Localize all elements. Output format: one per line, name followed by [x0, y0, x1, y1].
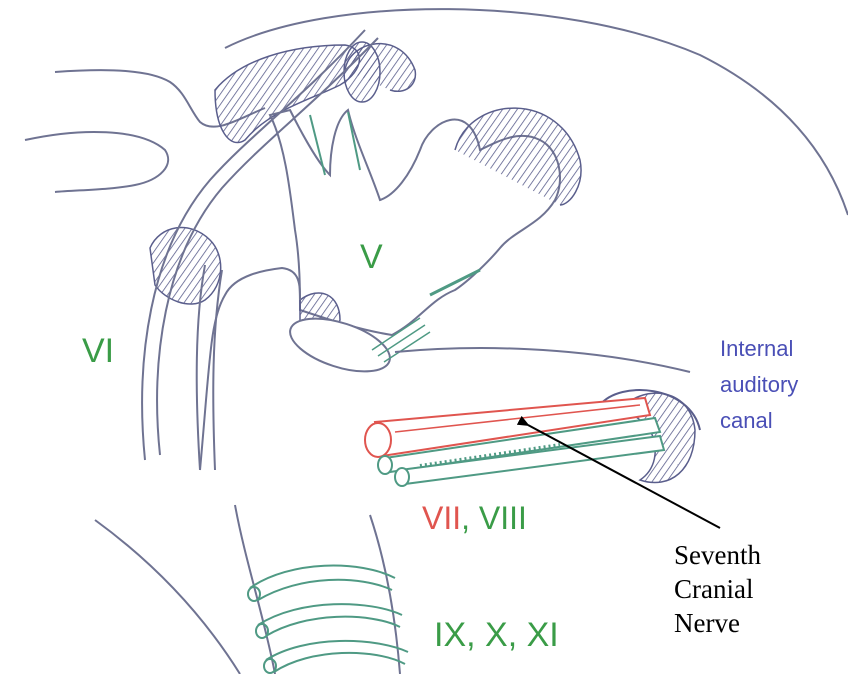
label-internal: Internal — [720, 338, 793, 360]
label-vii: VII — [422, 500, 461, 536]
label-comma: , — [461, 500, 470, 536]
medulla-right-contour — [370, 515, 400, 674]
posterior-fossa-outline — [95, 520, 240, 674]
label-auditory: auditory — [720, 374, 798, 396]
clinoid-contour — [25, 132, 168, 192]
label-seventh: Seventh — [674, 542, 761, 569]
label-ix-x-xi: IX, X, XI — [434, 618, 559, 652]
label-viii: VIII — [479, 500, 527, 536]
medulla-left-contour — [235, 505, 275, 674]
posterior-clinoid-mass — [150, 228, 221, 305]
trigeminal-mandibular-branch — [430, 270, 480, 295]
nerve-xi — [266, 641, 408, 672]
label-cranial: Cranial — [674, 576, 753, 603]
viii-end-1 — [378, 456, 392, 474]
facial-nerve-end — [365, 423, 391, 457]
label-v: V — [360, 240, 383, 274]
label-vi: VI — [82, 334, 114, 368]
lower-cranial-nerves — [248, 566, 408, 673]
cerebellum-contour — [395, 348, 690, 372]
pons-contour — [200, 268, 300, 470]
abducens-strand-4 — [213, 270, 222, 470]
label-vii-viii: VII, VIII — [422, 502, 527, 534]
trigeminal-hatch-upper-right — [455, 108, 581, 205]
viii-end-2 — [395, 468, 409, 486]
trigeminal-branch-upper — [310, 115, 325, 175]
label-nerve: Nerve — [674, 610, 740, 637]
nerve-ix — [250, 566, 395, 600]
label-canal: canal — [720, 410, 773, 432]
nerve-x — [258, 604, 402, 636]
